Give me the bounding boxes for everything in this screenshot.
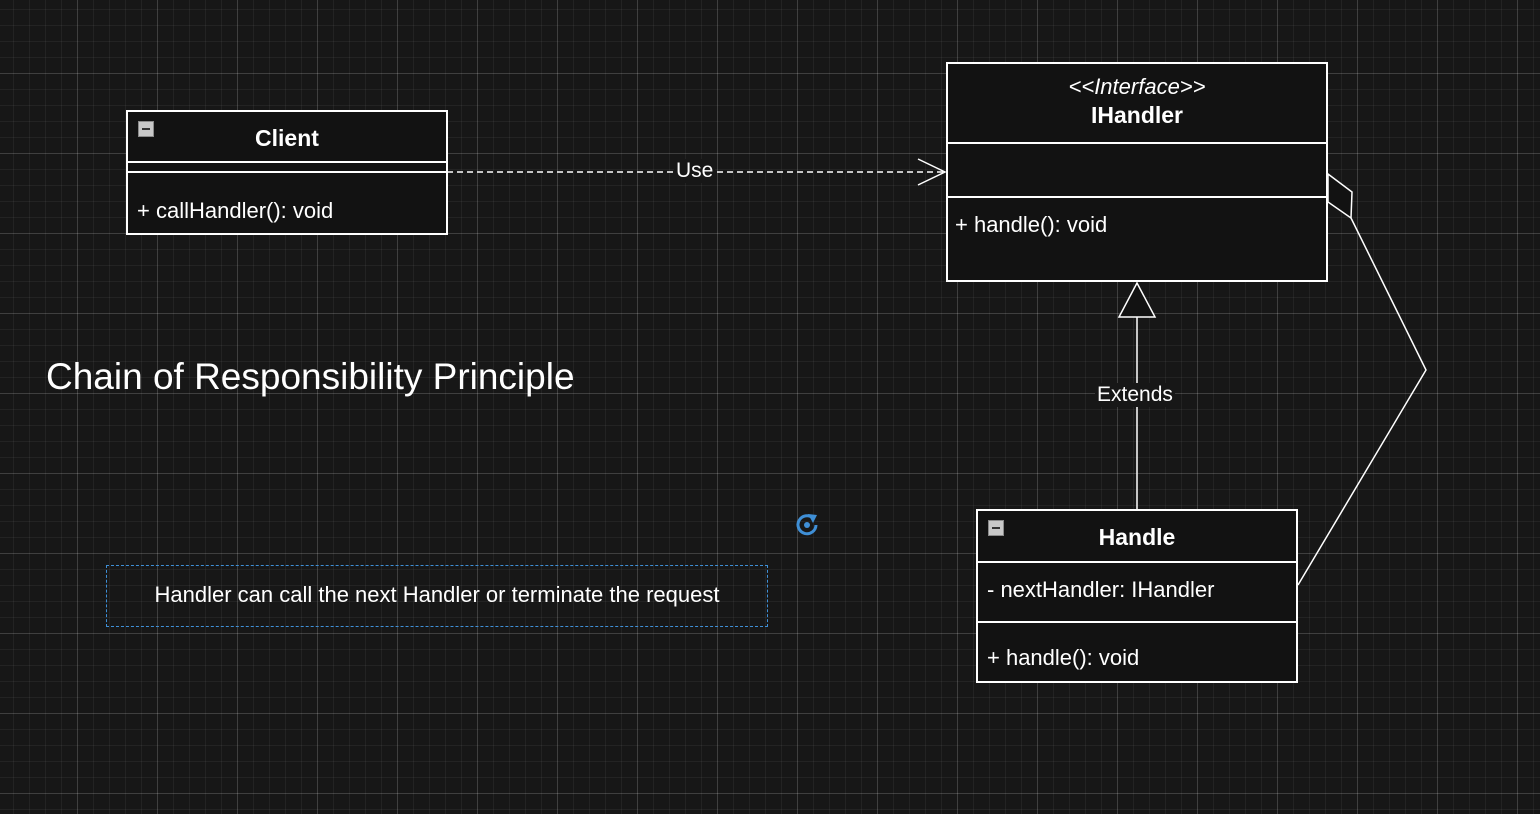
class-client-divider-2 [128, 171, 446, 173]
class-client-divider-1 [128, 161, 446, 163]
collapse-toggle-icon[interactable] [138, 121, 154, 137]
aggregation-edge[interactable] [1297, 217, 1427, 586]
aggregation-diamond [1327, 172, 1353, 220]
rotate-handle-icon[interactable] [792, 510, 822, 540]
class-ihandler-divider-2 [948, 196, 1326, 198]
class-ihandler-stereotype: <<Interface>> [1068, 74, 1206, 99]
class-handle-divider-1 [978, 561, 1296, 563]
class-handle-name: Handle [1098, 524, 1176, 550]
use-edge-label: Use [674, 159, 716, 183]
class-ihandler-name: IHandler [1090, 102, 1184, 128]
class-ihandler[interactable]: <<Interface>> IHandler + handle(): void [946, 62, 1328, 282]
class-handle[interactable]: Handle - nextHandler: IHandler + handle(… [976, 509, 1298, 683]
note-textbox[interactable]: Handler can call the next Handler or ter… [106, 565, 768, 627]
collapse-toggle-icon[interactable] [988, 520, 1004, 536]
class-ihandler-divider-1 [948, 142, 1326, 144]
diagram-title[interactable]: Chain of Responsibility Principle [46, 356, 575, 397]
class-handle-method: + handle(): void [987, 645, 1140, 670]
use-arrowhead [917, 158, 947, 186]
class-ihandler-method: + handle(): void [955, 212, 1108, 237]
extends-arrowhead [1117, 281, 1157, 318]
class-client-method: + callHandler(): void [137, 198, 334, 223]
class-handle-attribute: - nextHandler: IHandler [987, 577, 1215, 602]
extends-edge-label: Extends [1095, 383, 1175, 407]
class-client-name: Client [255, 125, 319, 151]
class-handle-divider-2 [978, 621, 1296, 623]
class-client[interactable]: Client + callHandler(): void [126, 110, 448, 235]
